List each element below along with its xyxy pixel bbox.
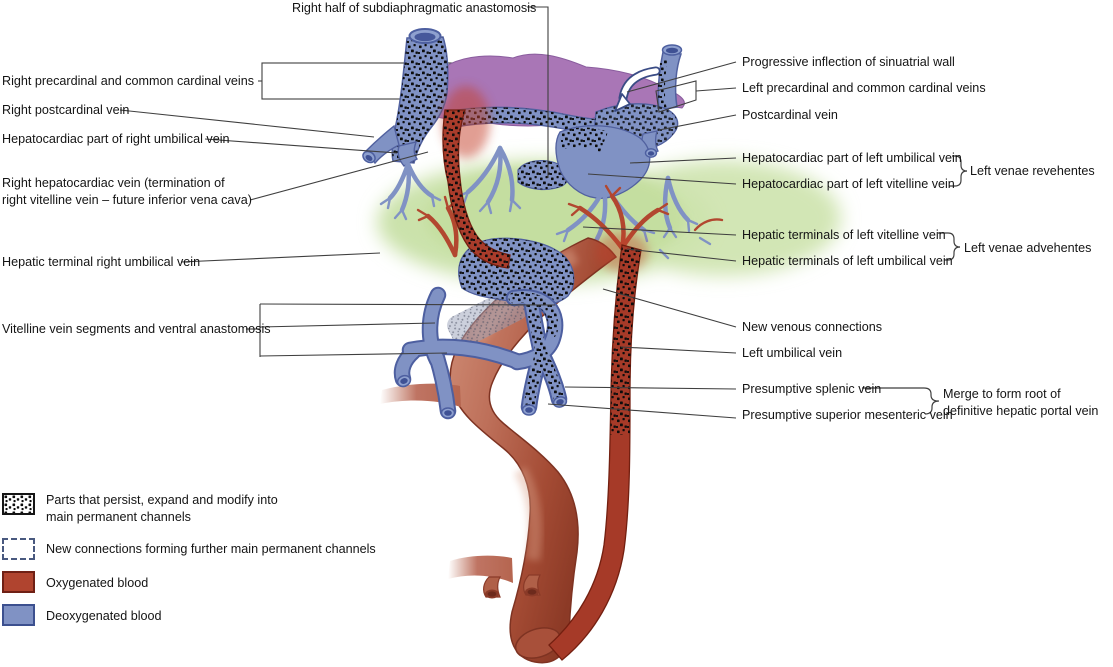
deoxygenated-swatch (2, 604, 35, 626)
right-umbilical-finger (397, 141, 419, 167)
label-hepatic-terminals-left-vitelline: Hepatic terminals of left vitelline vein (742, 228, 946, 242)
label-vitelline-segments: Vitelline vein segments and ventral anas… (2, 322, 271, 336)
oxygenated-swatch (2, 571, 35, 593)
group-braces (862, 155, 968, 415)
label-left-umbilical-vein: Left umbilical vein (742, 346, 843, 360)
label-hepatic-terminals-left-umbilical: Hepatic terminals of left umbilical vein (742, 254, 953, 268)
label-presumptive-splenic: Presumptive splenic vein (742, 382, 882, 396)
vessel-openings (362, 148, 658, 419)
right-vitelline-vein (442, 109, 511, 269)
label-merge-line2: definitive hepatic portal vein (943, 403, 1099, 418)
new-connection-band (447, 288, 527, 348)
gut-stub-vessels (483, 574, 541, 599)
label-right-hepatocardiac-line2: right vitelline vein – future inferior v… (2, 192, 252, 207)
legend-persist-line1: Parts that persist, expand and modify in… (46, 493, 278, 507)
label-right-precardinal-common-cardinal: Right precardinal and common cardinal ve… (2, 74, 255, 88)
label-hepatocardiac-left-vitelline: Hepatocardiac part of left vitelline vei… (742, 177, 955, 191)
label-new-venous-connections: New venous connections (742, 320, 883, 334)
gut-side-branch-lower (448, 555, 513, 583)
legend-label-persist: Parts that persist, expand and modify in… (46, 492, 278, 525)
right-precardinal-trunk (365, 28, 449, 167)
curved-arrow-icon (614, 66, 661, 112)
legend-label-new-connections: New connections forming further main per… (46, 542, 376, 556)
label-right-postcardinal: Right postcardinal vein (2, 103, 130, 117)
label-right-hepatocardiac-line1: Right hepatocardiac vein (termination of (2, 176, 225, 190)
legend-label-oxygenated: Oxygenated blood (46, 576, 149, 590)
label-progressive-inflection: Progressive inflection of sinuatrial wal… (742, 55, 955, 69)
label-right-hepatocardiac-vein: Right hepatocardiac vein (termination of… (2, 175, 252, 208)
label-hepatic-terminal-right-umbilical: Hepatic terminal right umbilical vein (2, 255, 201, 269)
label-postcardinal: Postcardinal vein (742, 108, 838, 122)
left-precardinal-trunk (555, 44, 683, 199)
label-subdiaphragmatic-anastomosis: Right half of subdiaphragmatic anastomos… (292, 1, 537, 15)
leader-lines (119, 6, 737, 419)
label-presumptive-superior-mesenteric: Presumptive superior mesenteric vein (742, 408, 953, 422)
label-left-venae-advehentes: Left venae advehentes (964, 241, 1092, 255)
legend-label-deoxygenated: Deoxygenated blood (46, 609, 162, 623)
legend-persist-line2: main permanent channels (46, 509, 191, 524)
label-merge-line1: Merge to form root of (943, 387, 1061, 401)
right-postcardinal-stub (365, 124, 400, 165)
dashed-swatch (2, 538, 35, 560)
label-hepatocardiac-left-umbilical: Hepatocardiac part of left umbilical vei… (742, 151, 962, 165)
label-merge-root-portal-vein: Merge to form root of definitive hepatic… (943, 386, 1098, 419)
stipple-swatch (2, 493, 35, 515)
label-left-precardinal-common-cardinal: Left precardinal and common cardinal vei… (742, 81, 986, 95)
label-left-venae-revehentes: Left venae revehentes (970, 164, 1095, 178)
label-hepatocardiac-right-umbilical: Hepatocardiac part of right umbilical ve… (2, 132, 230, 146)
